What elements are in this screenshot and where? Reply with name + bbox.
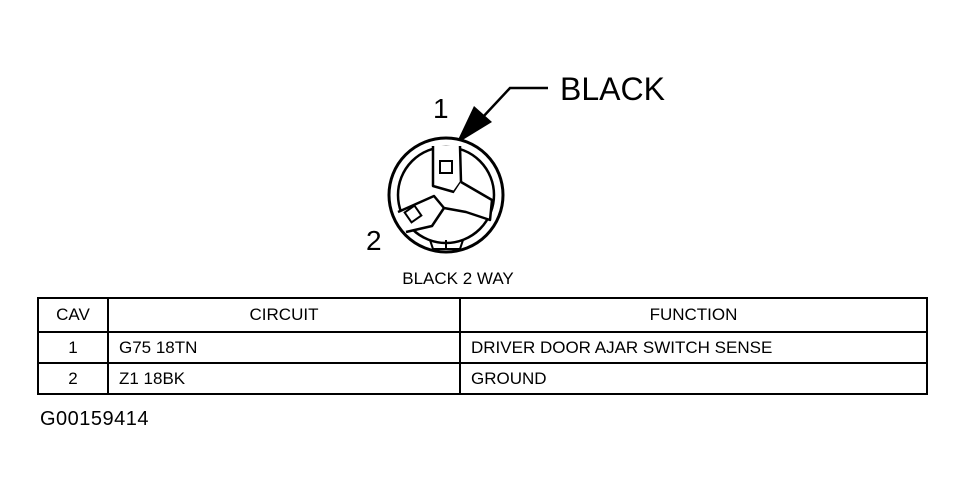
figure-id: G00159414 [40, 408, 150, 430]
connector-face [387, 136, 505, 254]
table-row: 1 G75 18TN DRIVER DOOR AJAR SWITCH SENSE [37, 331, 928, 364]
callout-arrowhead [456, 106, 492, 144]
color-callout-label: BLACK [560, 71, 665, 107]
header-circuit: CIRCUIT [107, 297, 461, 333]
pin-1-number: 1 [433, 93, 449, 124]
connector-diagram: BLACK 1 2 BLACK 2 WAY [366, 71, 665, 288]
pinout-table: CAV CIRCUIT FUNCTION 1 G75 18TN DRIVER D… [37, 297, 928, 395]
connector-caption: BLACK 2 WAY [402, 269, 513, 288]
callout-leader-line [481, 86, 548, 119]
cavity-1-terminal [439, 160, 453, 174]
pin-2-number: 2 [366, 225, 382, 256]
circuit-cell: G75 18TN [107, 331, 461, 364]
function-cell: DRIVER DOOR AJAR SWITCH SENSE [459, 331, 928, 364]
cav-cell: 2 [37, 362, 109, 395]
table-row: 2 Z1 18BK GROUND [37, 362, 928, 395]
table-header-row: CAV CIRCUIT FUNCTION [37, 297, 928, 333]
circuit-cell: Z1 18BK [107, 362, 461, 395]
header-function: FUNCTION [459, 297, 928, 333]
cavity-2-terminal [403, 204, 423, 224]
keyway-arm [443, 180, 494, 222]
function-cell: GROUND [459, 362, 928, 395]
cav-cell: 1 [37, 331, 109, 364]
header-cav: CAV [37, 297, 109, 333]
